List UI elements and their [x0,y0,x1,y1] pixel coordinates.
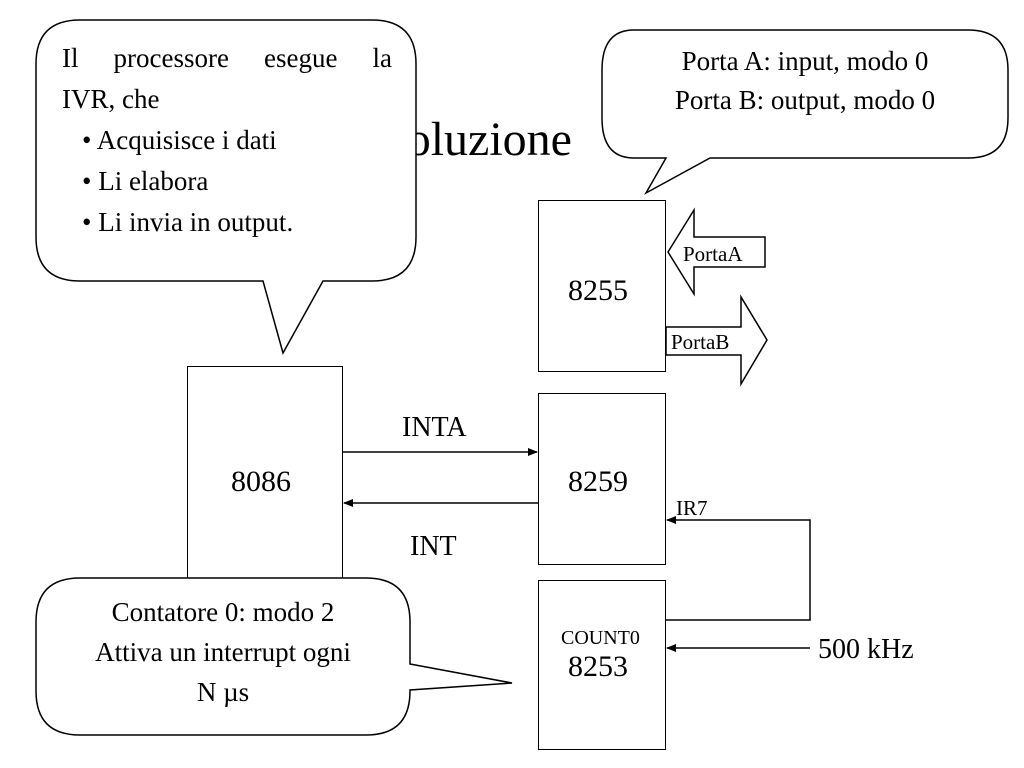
processor-bullet-text: Acquisisce i dati [96,125,277,155]
ir7-wire [665,516,811,621]
ppi-8255-label: 8255 [568,274,628,307]
processor-callout-line1: Il processore esegue la [62,38,392,79]
pic-8259-label: 8259 [568,465,628,498]
inta-label: INTA [402,412,467,443]
pic-8259-box [538,393,666,565]
cpu-8086-box [187,366,343,584]
counter-callout-bubble [35,577,513,736]
processor-word: la [372,43,392,73]
ports-callout-bubble [601,29,1009,195]
ports-callout-line: Porta B: output, modo 0 [674,85,936,115]
processor-word: processore [113,43,229,73]
processor-bullet-item: • Li invia in output. [82,207,294,237]
ir7-label: IR7 [676,496,708,520]
processor-bullet-item: • Li elabora [82,166,209,196]
porta-b-arrow [665,294,768,387]
clock-label: 500 kHz [818,634,914,665]
counter-callout-line: Contatore 0: modo 2 [111,597,335,627]
counter-callout-line: N µs [196,677,250,707]
processor-word: esegue [263,43,338,73]
processor-callout-line2: IVR, che [62,84,160,114]
pit-8253-box [538,580,666,750]
cpu-8086-label: 8086 [231,465,291,498]
porta-a-label: PortaA [683,242,743,266]
counter-callout-text: Contatore 0: modo 2 Attiva un interrupt … [40,592,406,712]
porta-b-label: PortaB [671,330,730,354]
counter-callout-line: Attiva un interrupt ogni [95,637,351,667]
ppi-8255-box [538,200,666,372]
processor-word: Il [62,43,79,73]
count0-label: COUNT0 [561,627,640,649]
processor-bullet-text: Li elabora [98,166,209,196]
porta-a-arrow [667,207,766,297]
ports-callout-line: Porta A: input, modo 0 [681,46,929,76]
processor-bullet-text: Li invia in output. [98,207,294,237]
int-label: INT [410,531,457,562]
processor-bullet-item: • Acquisisce i dati [82,125,277,155]
processor-callout-text: Il processore esegue la IVR, che • Acqui… [62,38,392,243]
ports-callout-text: Porta A: input, modo 0 Porta B: output, … [608,42,1002,120]
pit-8253-label: 8253 [568,650,628,683]
processor-callout-bubble [35,19,417,355]
